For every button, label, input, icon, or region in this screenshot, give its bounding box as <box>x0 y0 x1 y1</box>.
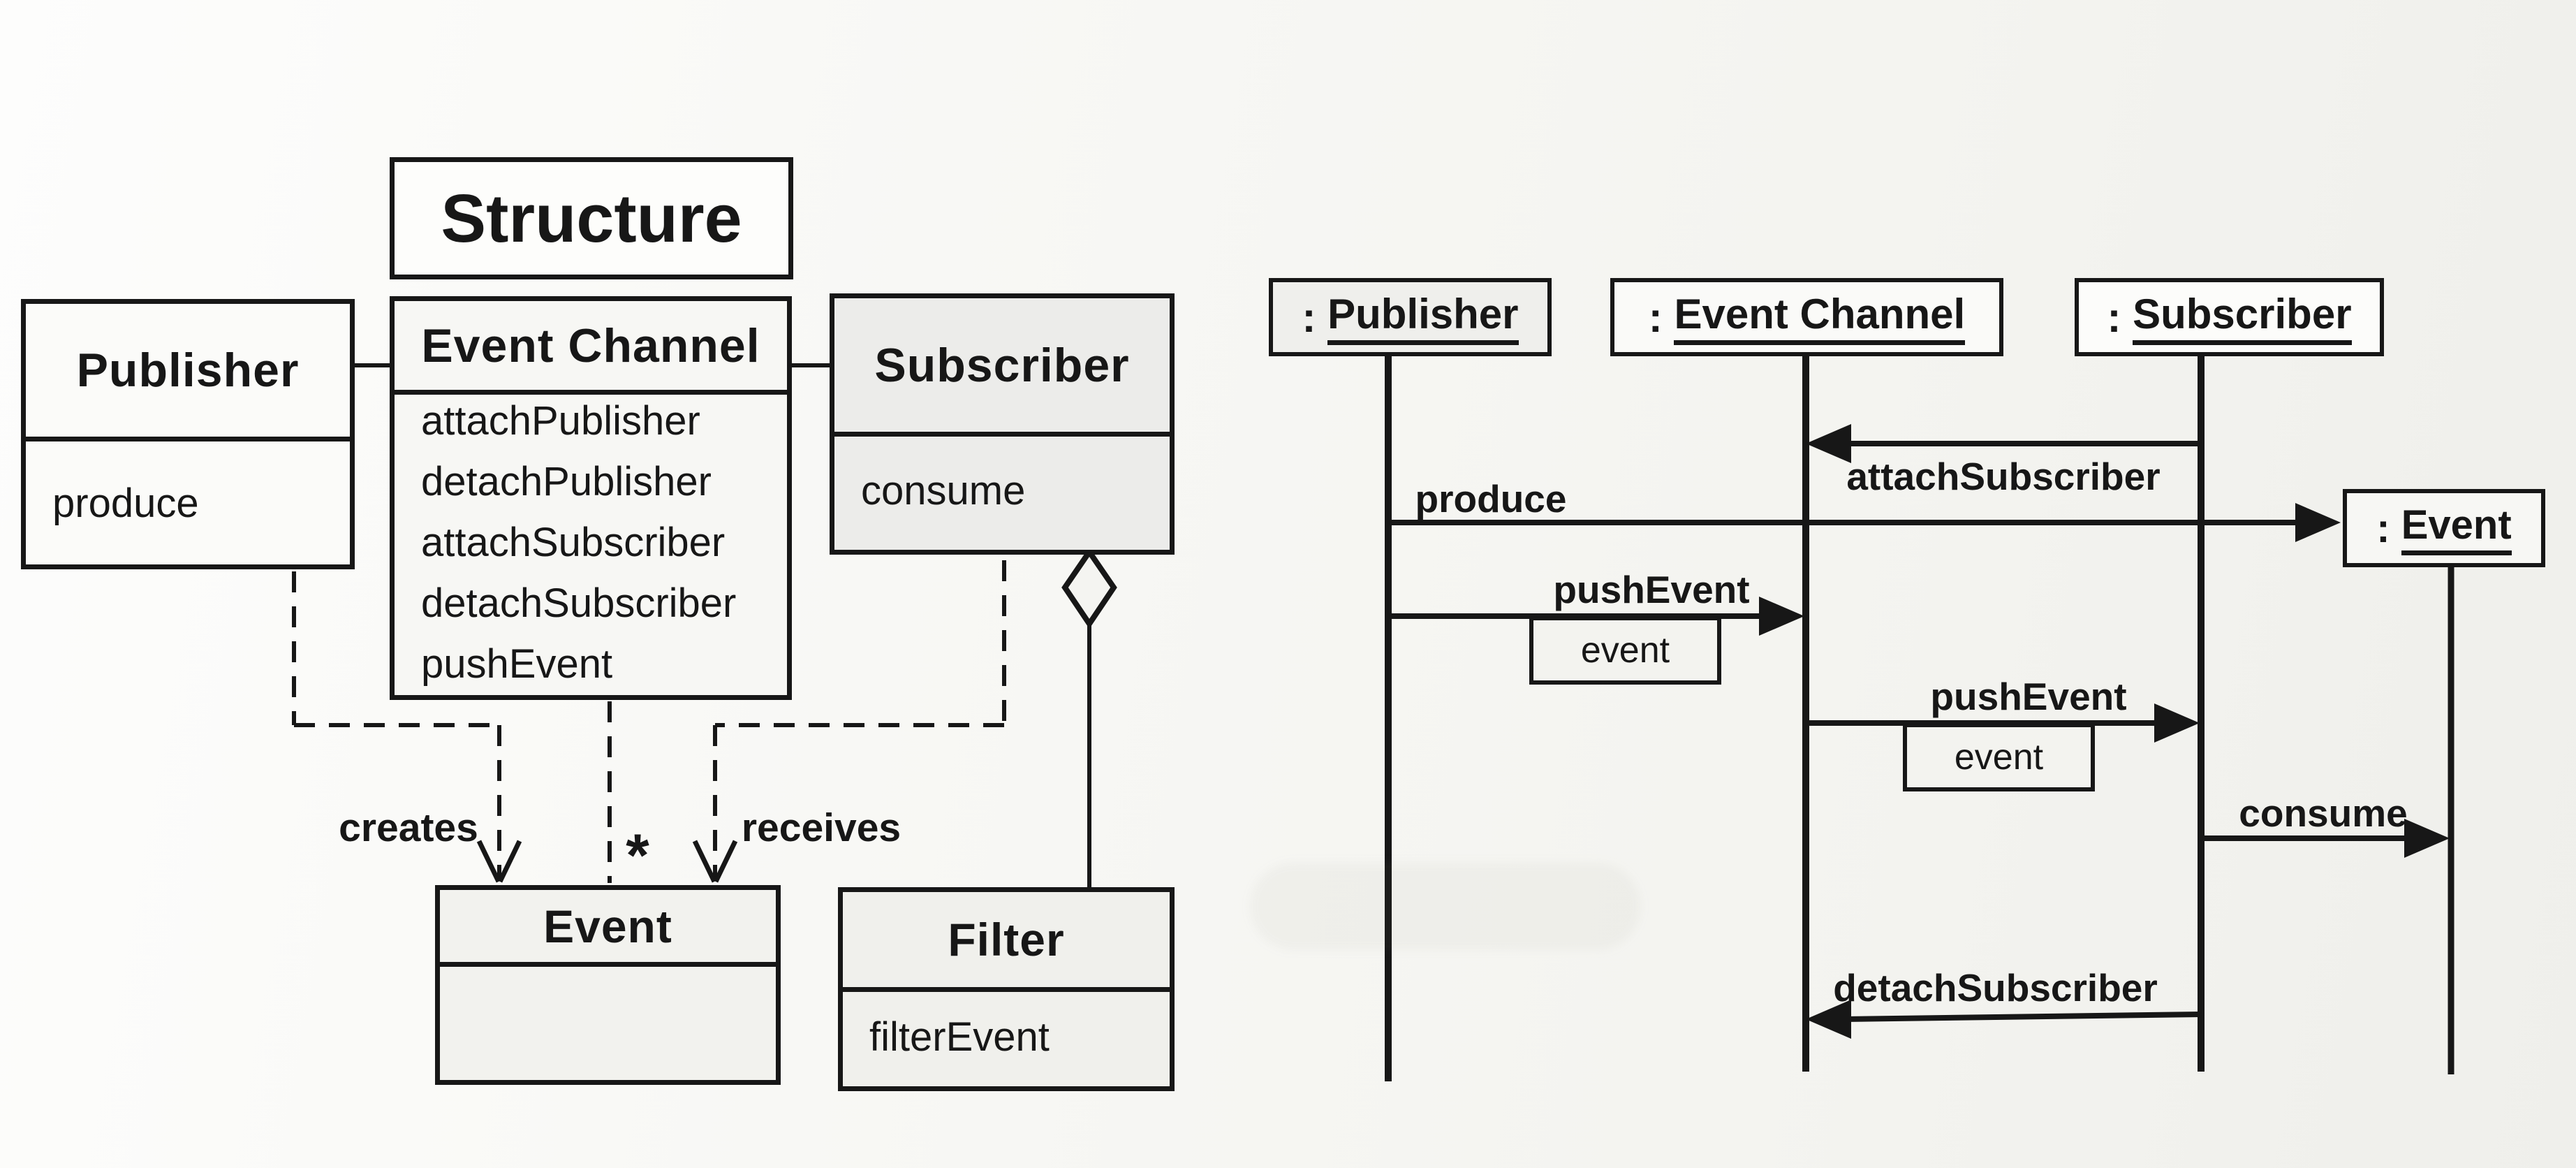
seq-object-event-channel-name: Event Channel <box>1674 290 1966 345</box>
aggregation-diamond-icon <box>1061 546 1117 629</box>
message-label-consume: consume <box>2239 791 2408 835</box>
param-box-event-1: event <box>1529 616 1721 685</box>
class-event-empty-compartment <box>440 967 776 1075</box>
class-publisher: Publisher produce <box>21 299 355 569</box>
seq-object-subscriber-name: Subscriber <box>2133 290 2352 345</box>
method-attachPublisher: attachPublisher <box>421 398 700 444</box>
seq-object-event-channel: : Event Channel <box>1610 278 2003 356</box>
class-publisher-name: Publisher <box>26 304 350 441</box>
seq-object-publisher-colon: : <box>1302 293 1328 341</box>
class-subscriber-name: Subscriber <box>834 298 1170 437</box>
seq-object-subscriber: : Subscriber <box>2075 278 2384 356</box>
message-arrow-consume <box>2201 819 2450 858</box>
method-detachSubscriber: detachSubscriber <box>421 581 737 626</box>
multiplicity-star-label: * <box>626 822 649 889</box>
seq-object-event-name: Event <box>2401 502 2512 555</box>
message-label-attachSubscriber: attachSubscriber <box>1846 455 2161 498</box>
method-detachPublisher: detachPublisher <box>421 459 712 504</box>
class-filter: Filter filterEvent <box>838 887 1175 1091</box>
message-label-pushEvent-1: pushEvent <box>1553 568 1750 611</box>
message-label-pushEvent-2: pushEvent <box>1930 675 2127 718</box>
class-event-channel-name: Event Channel <box>395 301 787 395</box>
seq-object-publisher-name: Publisher <box>1327 290 1519 345</box>
param-box-event-2: event <box>1903 723 2095 791</box>
print-bleed-artifact <box>1250 863 1641 950</box>
structure-title-box: Structure <box>390 157 793 279</box>
structure-title: Structure <box>441 180 742 256</box>
creates-dependency-line <box>292 571 501 877</box>
param-event-1: event <box>1580 630 1670 671</box>
method-produce: produce <box>52 480 199 526</box>
receives-label: receives <box>741 805 901 850</box>
message-arrow-produce <box>1388 503 2341 542</box>
class-subscriber: Subscriber consume <box>830 293 1175 555</box>
method-filterEvent: filterEvent <box>869 1014 1050 1060</box>
class-filter-name: Filter <box>843 892 1170 992</box>
creates-arrowhead <box>476 840 522 883</box>
receives-dependency-line <box>713 560 1006 877</box>
method-consume: consume <box>861 468 1026 513</box>
message-label-produce: produce <box>1415 477 1567 520</box>
class-event-channel: Event Channel attachPublisher detachPubl… <box>390 296 792 700</box>
receives-arrowhead <box>692 840 738 883</box>
param-event-2: event <box>1954 737 2044 778</box>
message-label-detachSubscriber: detachSubscriber <box>1833 966 2158 1009</box>
class-event: Event <box>435 885 781 1085</box>
creates-label: creates <box>339 805 478 850</box>
method-attachSubscriber: attachSubscriber <box>421 520 726 565</box>
message-arrow-attachSubscriber <box>1806 424 2201 463</box>
seq-object-event: : Event <box>2343 489 2545 567</box>
seq-object-event-colon: : <box>2376 505 2401 551</box>
message-arrow-detachSubscriber <box>1806 1000 2202 1039</box>
method-pushEvent: pushEvent <box>421 641 613 687</box>
class-event-name: Event <box>440 890 776 967</box>
seq-object-event-channel-colon: : <box>1648 293 1675 341</box>
seq-object-subscriber-colon: : <box>2107 293 2133 341</box>
seq-object-publisher: : Publisher <box>1269 278 1552 356</box>
